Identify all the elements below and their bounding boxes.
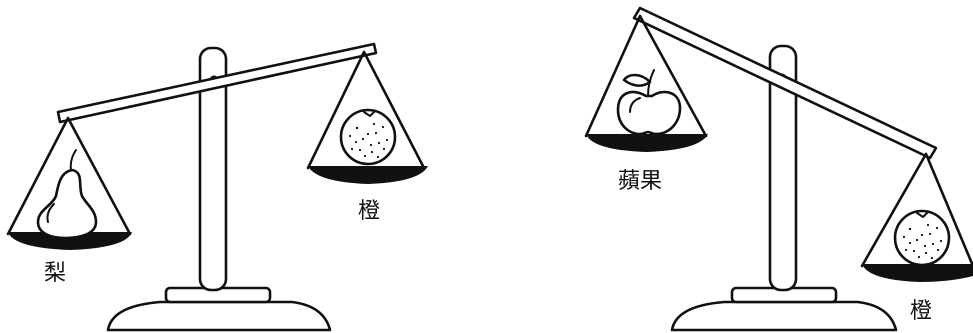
left-pan: [6, 116, 132, 250]
left-scale-right-label: 橙: [358, 199, 380, 224]
right-scale-left-label: 蘋果: [618, 169, 662, 194]
balance-scale-left: 梨 橙: [6, 42, 428, 332]
right-scale-right-label: 橙: [910, 299, 932, 324]
pear-icon: [36, 149, 98, 240]
scale-post: [768, 44, 798, 292]
scale-base: [670, 300, 898, 332]
orange-icon: [339, 108, 397, 166]
right-pan: [860, 152, 973, 282]
scale-base: [106, 300, 332, 332]
apple-icon: [616, 69, 682, 136]
left-scale-left-label: 梨: [44, 261, 66, 286]
balance-scale-right: 蘋果 橙: [584, 6, 973, 332]
scale-beam: [56, 42, 378, 124]
right-pan: [306, 50, 428, 184]
scale-post: [198, 46, 228, 292]
left-pan: [584, 14, 708, 152]
scale-beam: [632, 6, 938, 160]
orange-icon: [893, 209, 951, 267]
